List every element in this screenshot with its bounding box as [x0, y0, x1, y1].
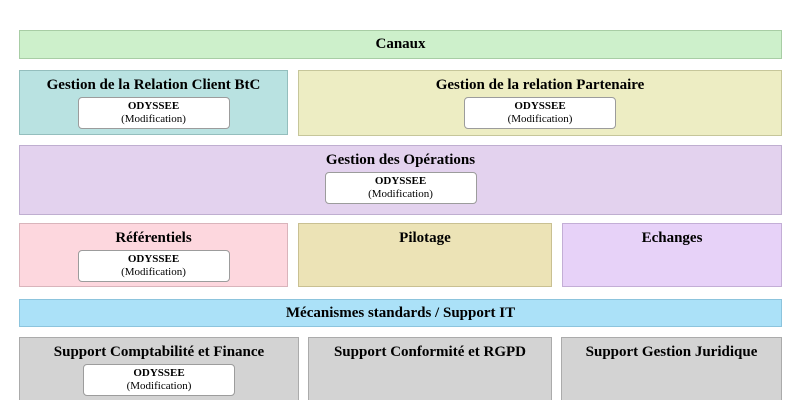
block-gestion-relation-partenaire: Gestion de la relation Partenaire ODYSSE… — [298, 70, 782, 136]
block-gestion-des-operations-title: Gestion des Opérations — [325, 152, 476, 168]
block-gestion-relation-client-btc: Gestion de la Relation Client BtC ODYSSE… — [19, 70, 288, 135]
odyssee-app-box: ODYSSEE (Modification) — [464, 97, 616, 129]
block-mecanismes-standards-support-it: Mécanismes standards / Support IT — [19, 299, 782, 327]
block-gestion-relation-client-btc-title: Gestion de la Relation Client BtC — [46, 77, 261, 93]
block-support-conformite-rgpd: Support Conformité et RGPD — [308, 337, 552, 400]
block-echanges-title: Echanges — [641, 230, 703, 246]
app-status: (Modification) — [368, 188, 433, 200]
block-referentiels: Référentiels ODYSSEE (Modification) — [19, 223, 288, 287]
block-referentiels-title: Référentiels — [115, 230, 192, 246]
odyssee-app-box: ODYSSEE (Modification) — [324, 172, 477, 204]
block-pilotage: Pilotage — [298, 223, 552, 287]
block-echanges: Echanges — [562, 223, 782, 287]
block-support-gestion-juridique: Support Gestion Juridique — [561, 337, 782, 400]
block-support-comptabilite-finance: Support Comptabilité et Finance ODYSSEE … — [19, 337, 299, 400]
block-pilotage-title: Pilotage — [399, 230, 451, 246]
app-name: ODYSSEE — [374, 175, 427, 187]
app-status: (Modification) — [126, 380, 192, 392]
odyssee-app-box: ODYSSEE (Modification) — [77, 250, 230, 282]
odyssee-app-box: ODYSSEE (Modification) — [83, 364, 235, 396]
app-status: (Modification) — [121, 266, 186, 278]
block-canaux-title: Canaux — [375, 36, 426, 52]
app-name: ODYSSEE — [133, 367, 185, 379]
app-name: ODYSSEE — [127, 100, 180, 112]
odyssee-app-box: ODYSSEE (Modification) — [77, 97, 230, 129]
block-gestion-des-operations: Gestion des Opérations ODYSSEE (Modifica… — [19, 145, 782, 215]
block-mecanismes-standards-support-it-title: Mécanismes standards / Support IT — [285, 304, 516, 321]
app-status: (Modification) — [121, 113, 186, 125]
app-status: (Modification) — [507, 113, 573, 125]
block-canaux: Canaux — [19, 30, 782, 59]
app-name: ODYSSEE — [514, 100, 566, 112]
block-support-conformite-rgpd-title: Support Conformité et RGPD — [333, 344, 527, 360]
app-name: ODYSSEE — [127, 253, 180, 265]
block-support-gestion-juridique-title: Support Gestion Juridique — [585, 344, 758, 360]
block-support-comptabilite-finance-title: Support Comptabilité et Finance — [53, 344, 265, 360]
block-gestion-relation-partenaire-title: Gestion de la relation Partenaire — [435, 77, 645, 93]
